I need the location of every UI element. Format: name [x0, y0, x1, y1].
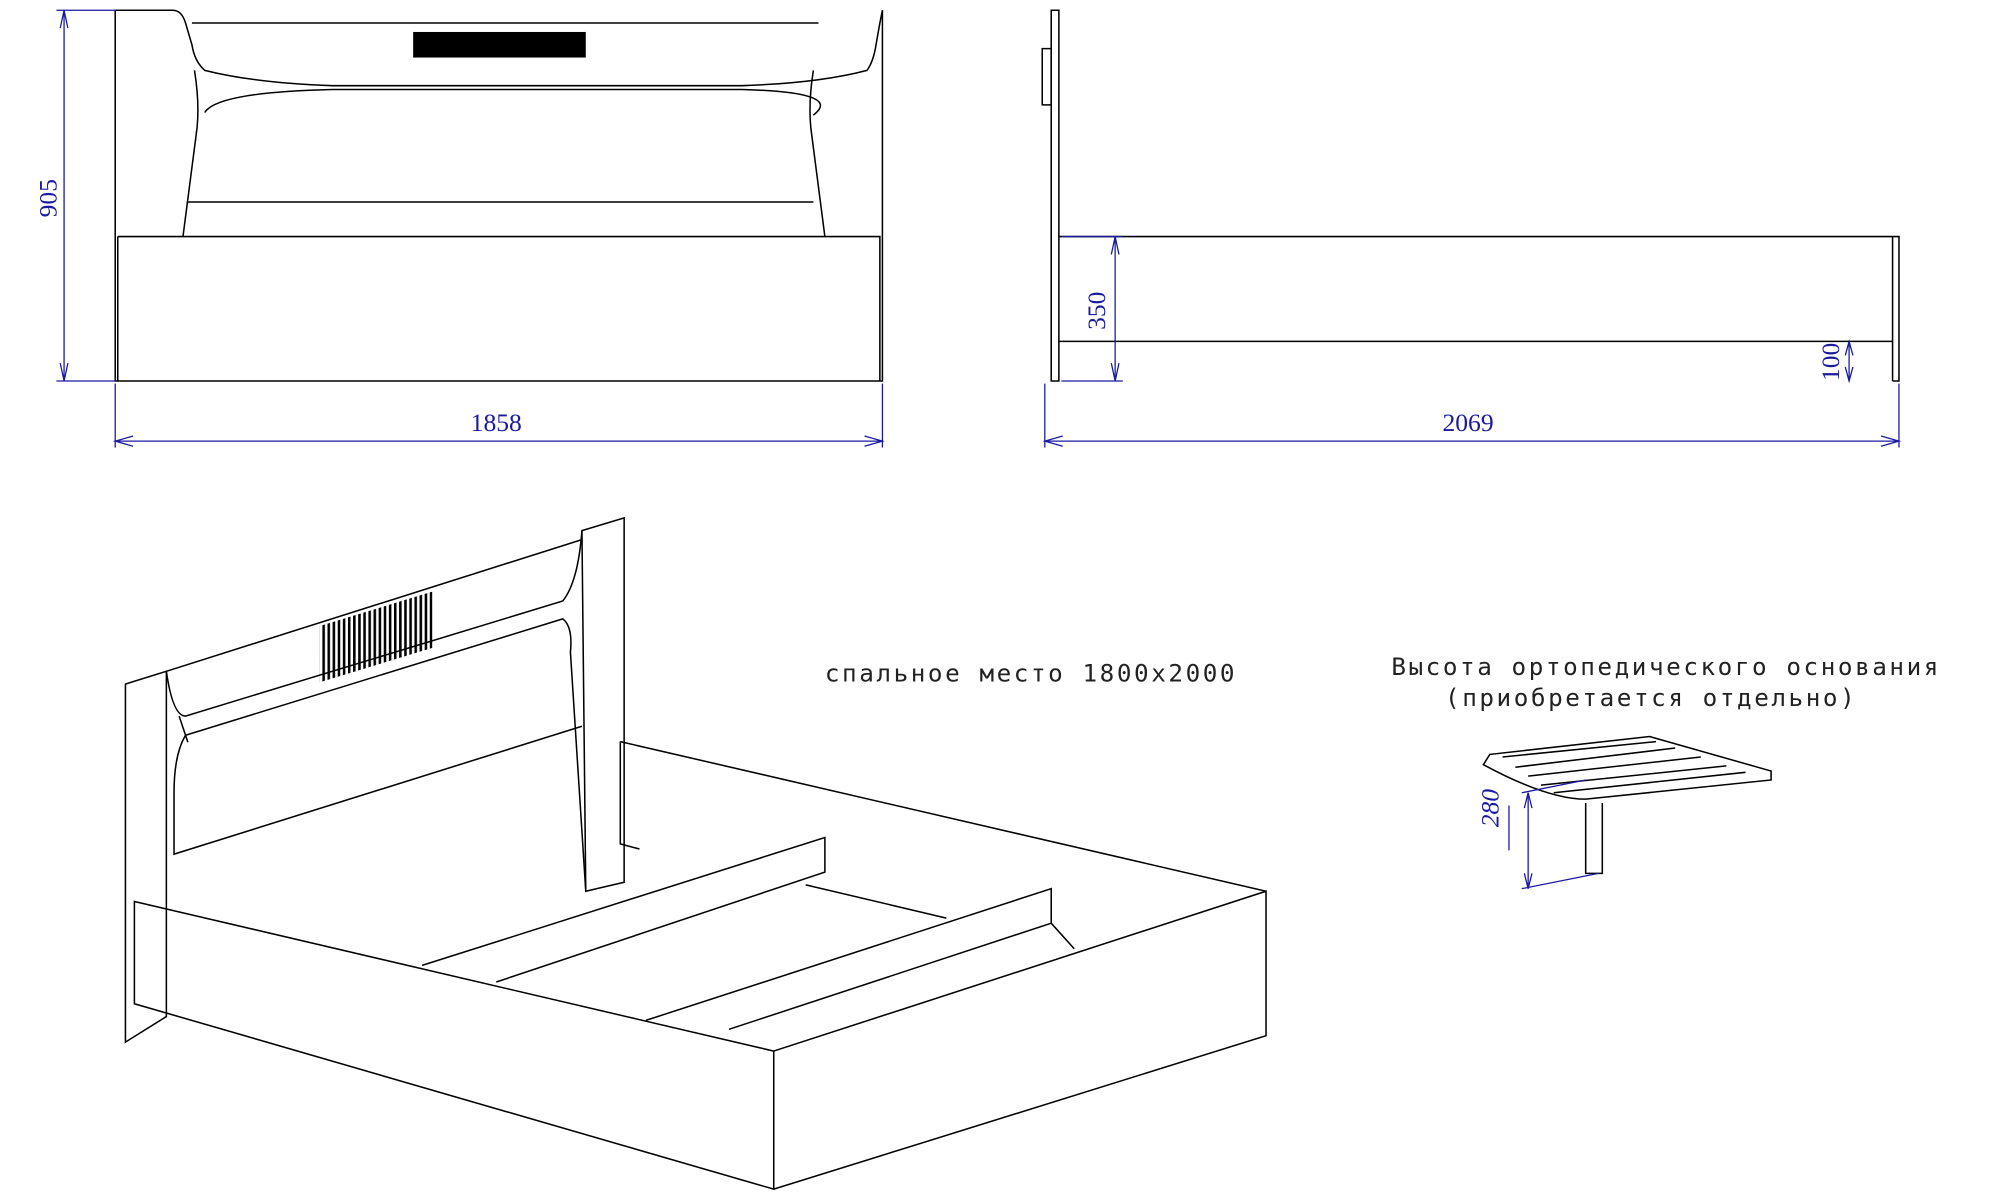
- side-length-dimension: 2069: [1442, 408, 1493, 437]
- front-height-dimension: 905: [33, 179, 62, 217]
- base-note-line1: Высота ортопедического основания: [1391, 652, 1941, 681]
- isometric-view: спальное место 1800х2000: [124, 516, 1267, 1191]
- base-height-dimension: 280: [1476, 789, 1505, 828]
- sleeping-area-label: спальное место 1800х2000: [825, 659, 1237, 688]
- leg-height-dimension: 100: [1816, 343, 1845, 381]
- decor-panel: [413, 31, 586, 58]
- orthopedic-base: Высота ортопедического основания (приобр…: [1391, 652, 1941, 890]
- base-note-line2: (приобретается отдельно): [1445, 683, 1857, 712]
- front-width-dimension: 1858: [471, 408, 522, 437]
- side-view: 350 100 2069: [1041, 9, 1902, 448]
- side-height-dimension: 350: [1082, 292, 1111, 330]
- front-view: 905 1858: [33, 9, 885, 448]
